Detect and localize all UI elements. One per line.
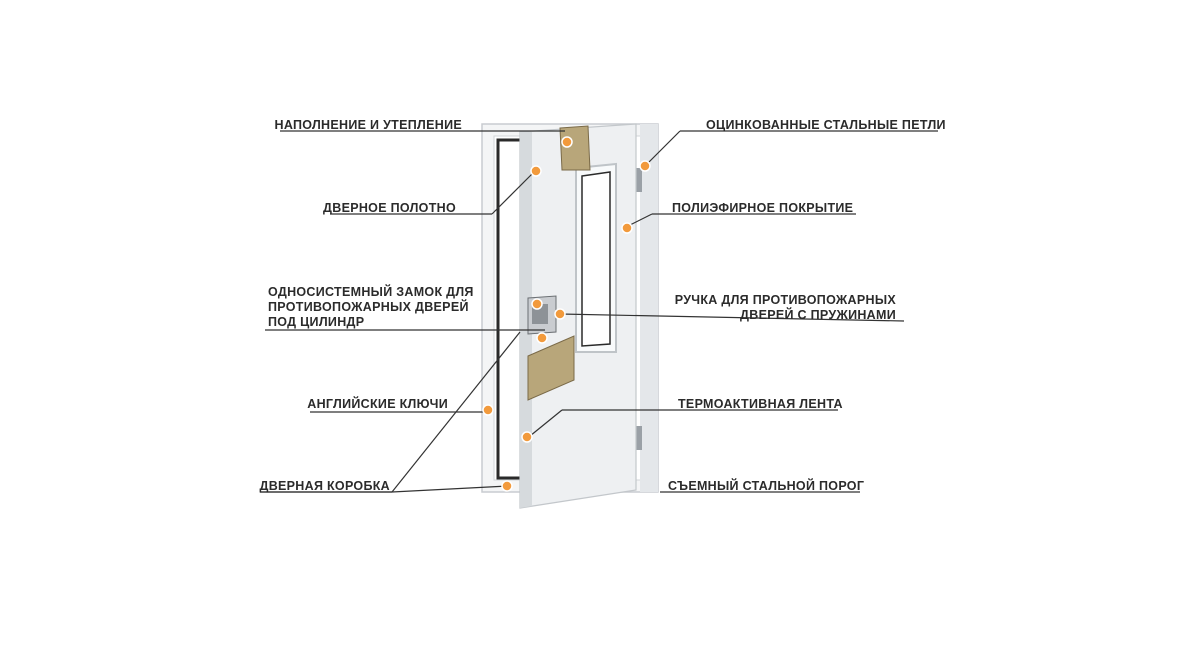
marker-dot	[639, 160, 651, 172]
marker-dot	[561, 136, 573, 148]
label-handle: РУЧКА ДЛЯ ПРОТИВОПОЖАРНЫХ ДВЕРЕЙ С ПРУЖИ…	[674, 293, 896, 322]
hinge-icon	[636, 168, 642, 192]
marker-dot	[501, 480, 513, 492]
marker-dot	[530, 165, 542, 177]
label-tape: ТЕРМОАКТИВНАЯ ЛЕНТА	[678, 397, 843, 411]
label-threshold: СЪЕМНЫЙ СТАЛЬНОЙ ПОРОГ	[668, 479, 865, 493]
label-hinges: ОЦИНКОВАННЫЕ СТАЛЬНЫЕ ПЕТЛИ	[706, 118, 946, 132]
door-leaf	[519, 123, 637, 509]
label-coating: ПОЛИЭФИРНОЕ ПОКРЫТИЕ	[672, 201, 854, 215]
marker-dot	[621, 222, 633, 234]
marker-dot	[554, 308, 566, 320]
label-frame: ДВЕРНАЯ КОРОБКА	[259, 479, 390, 493]
label-lock: ОДНОСИСТЕМНЫЙ ЗАМОК ДЛЯ ПРОТИВОПОЖАРНЫХ …	[268, 285, 474, 329]
hinge-icon	[636, 426, 642, 450]
marker-dot	[531, 298, 543, 310]
leader-lines	[260, 130, 938, 493]
marker-dot	[521, 431, 533, 443]
label-door-leaf: ДВЕРНОЕ ПОЛОТНО	[323, 201, 456, 215]
markers	[482, 136, 651, 492]
label-filling: НАПОЛНЕНИЕ И УТЕПЛЕНИЕ	[274, 118, 462, 132]
marker-dot	[536, 332, 548, 344]
label-keys: АНГЛИЙСКИЕ КЛЮЧИ	[307, 397, 448, 411]
marker-dot	[482, 404, 494, 416]
